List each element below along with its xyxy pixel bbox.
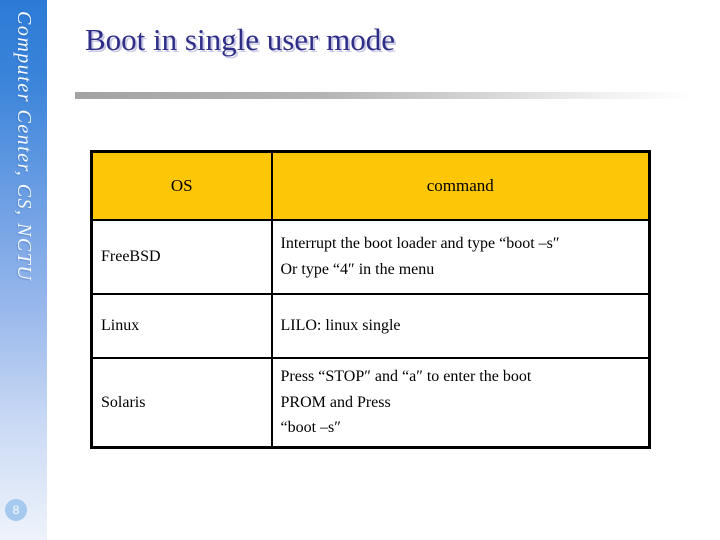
command-line: Or type “4″ in the menu [280, 261, 435, 278]
header-cell-os: OS [90, 150, 273, 221]
command-cell-freebsd: Interrupt the boot loader and type “boot… [270, 219, 651, 295]
command-line: “boot –s″ [280, 419, 341, 437]
command-line: Interrupt the boot loader and type “boot… [280, 235, 560, 253]
header-cell-command: command [270, 150, 651, 221]
command-cell-solaris: Press “STOP″ and “a″ to enter the boot P… [270, 357, 651, 449]
page-number-badge: 8 [5, 499, 27, 521]
boot-commands-table: OS command FreeBSD Interrupt the boot lo… [90, 150, 651, 449]
table-row-freebsd: FreeBSD Interrupt the boot loader and ty… [90, 219, 651, 295]
page-title: Boot in single user mode [85, 22, 395, 57]
os-cell-solaris: Solaris [90, 357, 273, 449]
sidebar: Computer Center, CS, NCTU 8 [0, 0, 47, 540]
command-line: LILO: linux single [280, 317, 401, 335]
os-cell-freebsd: FreeBSD [90, 219, 273, 295]
title-divider [75, 92, 693, 99]
table-row-solaris: Solaris Press “STOP″ and “a″ to enter th… [90, 357, 651, 449]
command-line: Press “STOP″ and “a″ to enter the boot [280, 368, 532, 386]
table-header-row: OS command [90, 150, 651, 221]
os-cell-linux: Linux [90, 293, 273, 359]
command-line: PROM and Press [280, 393, 391, 411]
table-row-linux: Linux LILO: linux single [90, 293, 651, 359]
command-cell-linux: LILO: linux single [270, 293, 651, 359]
sidebar-vertical-label: Computer Center, CS, NCTU [13, 11, 35, 282]
